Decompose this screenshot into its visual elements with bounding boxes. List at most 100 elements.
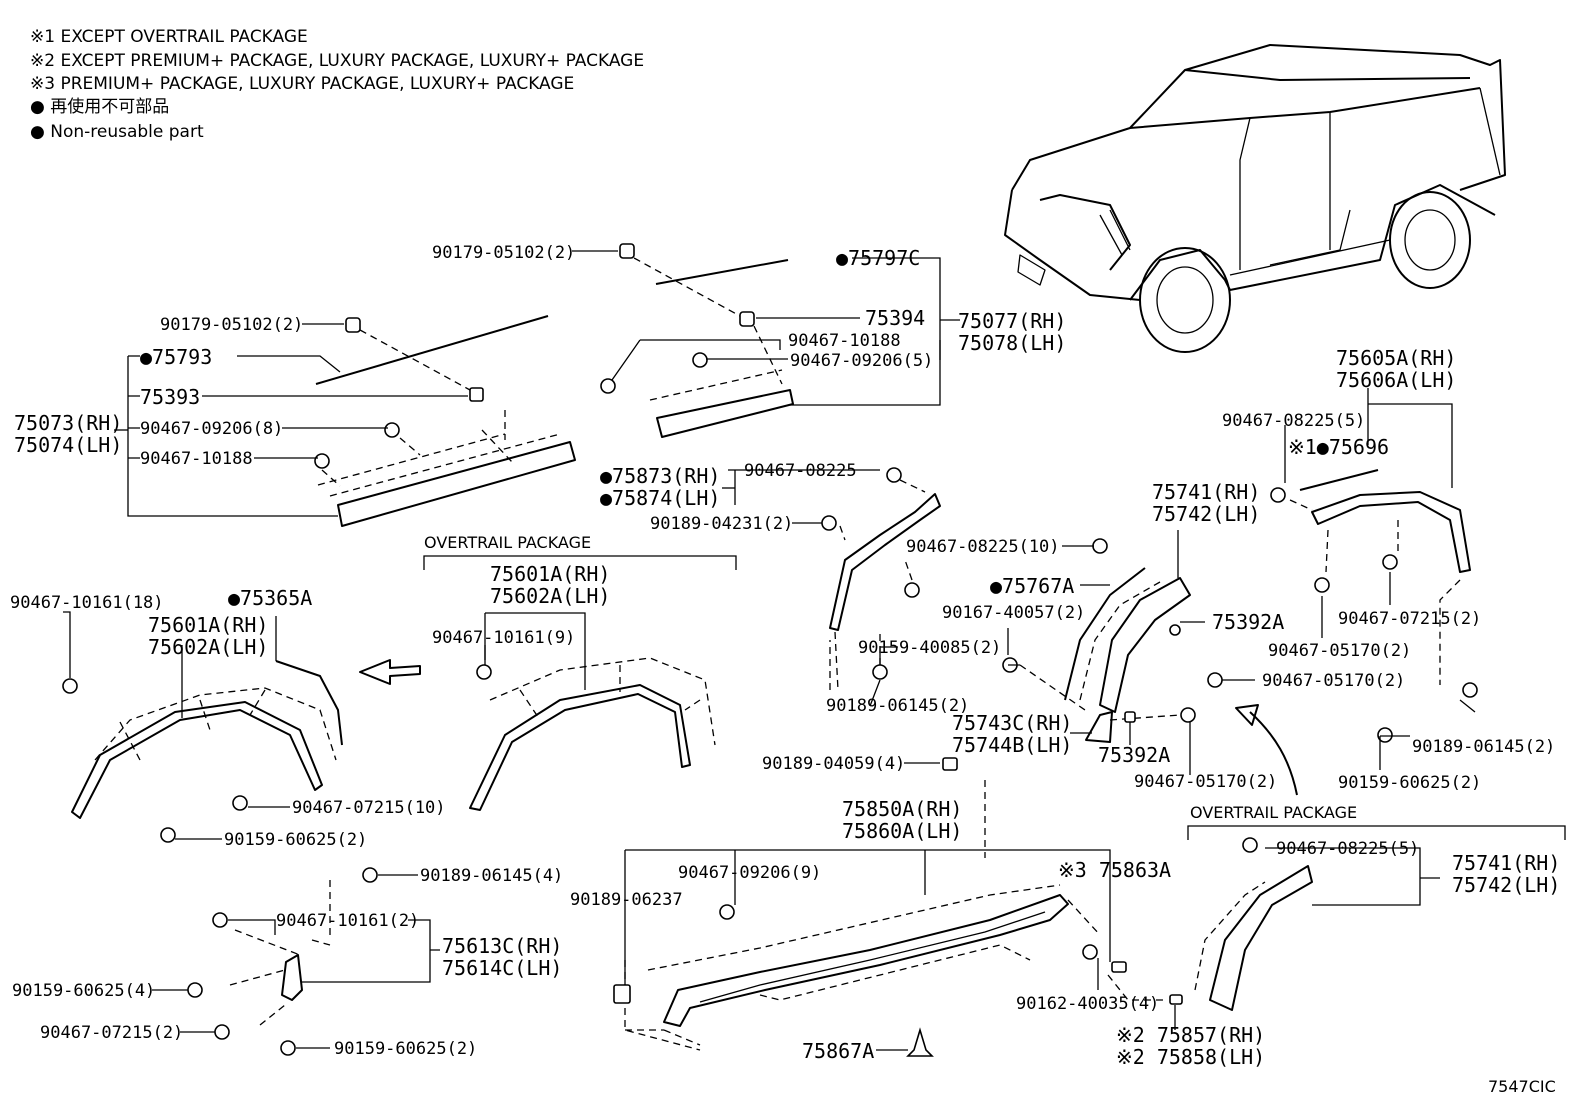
front-fender-flare: [71, 701, 323, 819]
label-90467-09206-8: 90467-09206(8): [140, 419, 283, 439]
label-90467-05170-c: 90467-05170(2): [1134, 772, 1277, 792]
label-90467-10188-a: 90467-10188: [788, 331, 901, 351]
label-90159-60625-4: 90159-60625(4): [12, 981, 155, 1001]
label-90159-40085: 90159-40085(2): [858, 638, 1001, 658]
mudguard-75743c: [1085, 711, 1113, 743]
label-75867a: 75867A: [802, 1039, 874, 1063]
label-75602a: 75602A(LH): [148, 635, 268, 659]
label-75077: 75077(RH): [958, 309, 1066, 333]
label-90467-09206-5: 90467-09206(5): [790, 351, 933, 371]
label-75614c: 75614C(LH): [442, 956, 562, 980]
package-header-overtrail-1: OVERTRAIL PACKAGE: [423, 533, 737, 570]
label-75074: 75074(LH): [14, 433, 122, 457]
label-75863a: ※3 75863A: [1058, 858, 1171, 882]
fender-seal-75365a: [275, 660, 343, 746]
label-90179-05102-b: 90179-05102(2): [160, 315, 303, 335]
curved-arrow: [1249, 711, 1298, 796]
label-75873: ●75873(RH): [600, 464, 720, 488]
label-90159-60625-2a: 90159-60625(2): [1338, 773, 1481, 793]
label-75858: ※2 75858(LH): [1116, 1045, 1265, 1069]
label-75393: 75393: [140, 385, 200, 409]
label-90467-05170-a: 90467-05170(2): [1268, 641, 1411, 661]
label-90189-06145-2b: 90189-06145(2): [1412, 737, 1555, 757]
label-90189-04231: 90189-04231(2): [650, 514, 793, 534]
label-75741-a: 75741(RH): [1152, 480, 1260, 504]
lower-garnish-75873: [829, 493, 941, 631]
label-75073: 75073(RH): [14, 411, 122, 435]
direction-arrow: [359, 659, 421, 685]
label-90467-07215-2b: 90467-07215(2): [40, 1023, 183, 1043]
label-75613c: 75613C(RH): [442, 934, 562, 958]
label-75392a-b: 75392A: [1098, 743, 1170, 767]
label-90162-40035: 90162-40035(4): [1016, 994, 1159, 1014]
note-1: ※1 EXCEPT OVERTRAIL PACKAGE: [30, 27, 308, 47]
label-90467-07215-2a: 90467-07215(2): [1338, 609, 1481, 629]
note-2: ※2 EXCEPT PREMIUM+ PACKAGE, LUXURY PACKA…: [30, 51, 644, 71]
label-90467-10161-9: 90467-10161(9): [432, 628, 575, 648]
label-90467-08225: 90467-08225: [744, 461, 857, 481]
fasteners: [62, 243, 1478, 1057]
moulding-strip-75793: [315, 315, 549, 385]
label-75601a-ot: 75601A(RH): [490, 562, 610, 586]
label-75741-b: 75741(RH): [1452, 851, 1560, 875]
label-90467-07215-10: 90467-07215(10): [292, 798, 446, 818]
label-90167-40057: 90167-40057(2): [942, 603, 1085, 623]
label-75744b: 75744B(LH): [952, 733, 1072, 757]
package-header-label: OVERTRAIL PACKAGE: [424, 533, 591, 552]
label-75394: 75394: [865, 306, 925, 330]
label-90467-05170-b: 90467-05170(2): [1262, 671, 1405, 691]
label-75392a-a: 75392A: [1212, 610, 1284, 634]
label-75601a: 75601A(RH): [148, 613, 268, 637]
label-75874: ●75874(LH): [600, 486, 720, 510]
label-75860a: 75860A(LH): [842, 819, 962, 843]
overtrail-rear-moulding: [1209, 865, 1313, 1011]
label-90467-08225-10: 90467-08225(10): [906, 537, 1060, 557]
label-90467-08225-5a: 90467-08225(5): [1222, 411, 1365, 431]
vehicle-illustration: [1004, 44, 1506, 353]
overtrail-front-flare: [469, 684, 691, 811]
legend-notes: ※1 EXCEPT OVERTRAIL PACKAGE ※2 EXCEPT PR…: [30, 27, 644, 142]
label-90467-10161-18: 90467-10161(18): [10, 593, 164, 613]
label-90179-05102-a: 90179-05102(2): [432, 243, 575, 263]
label-75365a: ●75365A: [228, 586, 312, 610]
mudguard-75613c: [281, 954, 303, 1001]
label-90189-06237: 90189-06237: [570, 890, 683, 910]
package-header-label: OVERTRAIL PACKAGE: [1190, 803, 1357, 822]
label-75850a: 75850A(RH): [842, 797, 962, 821]
note-4-ja: ● 再使用不可部品: [30, 96, 169, 117]
label-90467-10188-b: 90467-10188: [140, 449, 253, 469]
package-header-overtrail-2: OVERTRAIL PACKAGE: [1187, 803, 1566, 840]
rear-door-moulding: [656, 389, 794, 438]
rear-fender-flare: [1311, 491, 1471, 573]
rear-moulding-75741: [1099, 577, 1191, 713]
label-90159-60625-2c: 90159-60625(2): [334, 1039, 477, 1059]
label-75606a: 75606A(LH): [1336, 368, 1456, 392]
label-90467-09206-9: 90467-09206(9): [678, 863, 821, 883]
label-90159-60625-2b: 90159-60625(2): [224, 830, 367, 850]
rear-seal-75767a: [1064, 567, 1146, 701]
part-labels: 90179-05102(2) ●75797C 90179-05102(2) 75…: [10, 243, 1560, 1069]
label-75797c: ●75797C: [836, 246, 920, 270]
label-90189-06145-2a: 90189-06145(2): [826, 696, 969, 716]
part-shapes: [71, 259, 1471, 1051]
label-75742-a: 75742(LH): [1152, 502, 1260, 526]
label-75793: ●75793: [140, 345, 212, 369]
label-90189-06145-4: 90189-06145(4): [420, 866, 563, 886]
label-75857: ※2 75857(RH): [1116, 1023, 1265, 1047]
moulding-strip-75797c: [655, 259, 789, 285]
label-75743c: 75743C(RH): [952, 711, 1072, 735]
front-door-moulding: [337, 441, 576, 527]
label-75742-b: 75742(LH): [1452, 873, 1560, 897]
rear-seal-75696: [1299, 469, 1379, 491]
label-75696: ※1●75696: [1288, 435, 1389, 459]
label-75078: 75078(LH): [958, 331, 1066, 355]
leader-lines: [63, 250, 1476, 1051]
label-90467-10161-2: 90467-10161(2): [276, 911, 419, 931]
label-75767a: ●75767A: [990, 574, 1074, 598]
label-75605a: 75605A(RH): [1336, 346, 1456, 370]
side-step-75850a: [663, 894, 1069, 1027]
note-3: ※3 PREMIUM+ PACKAGE, LUXURY PACKAGE, LUX…: [30, 74, 574, 94]
label-90189-04059: 90189-04059(4): [762, 754, 905, 774]
note-5-non-reusable: ● Non-reusable part: [30, 122, 204, 142]
